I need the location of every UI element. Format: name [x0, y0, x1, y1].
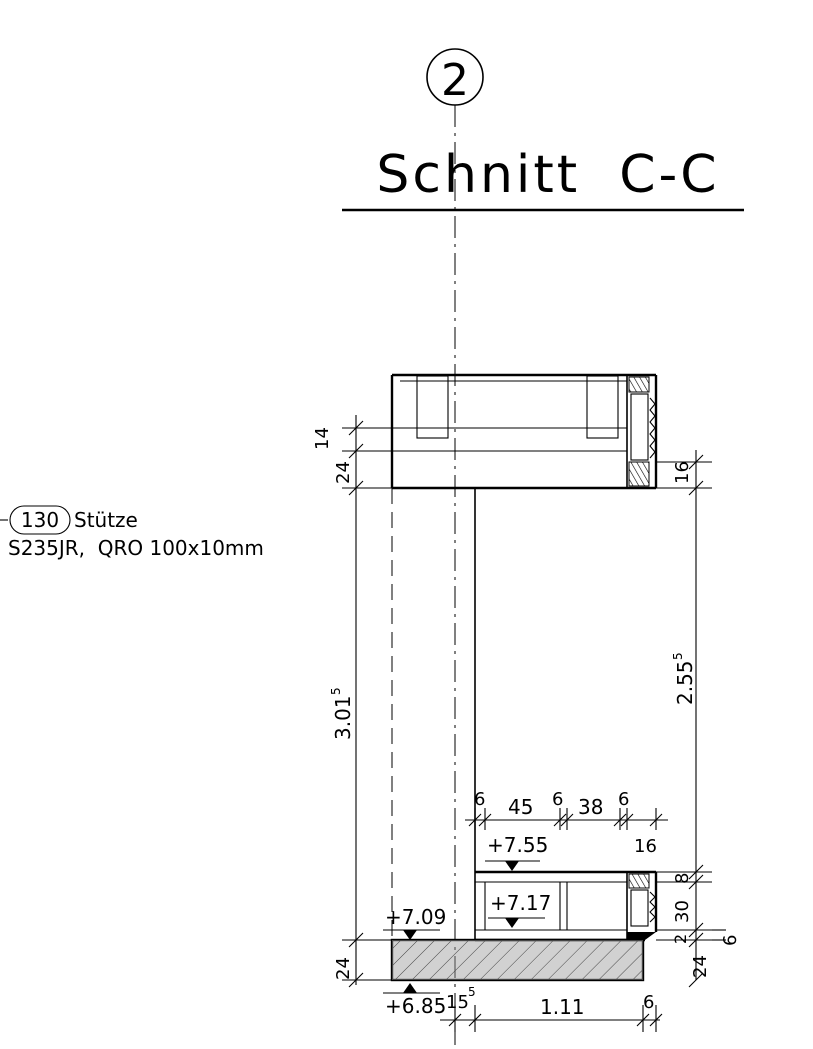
callout-badge	[9, 505, 71, 535]
dim-right-24: 24	[690, 955, 711, 978]
level-marker-755: +7.55	[485, 833, 548, 871]
dim-right-16: 16	[672, 461, 693, 484]
dim-left-24-top: 24	[333, 461, 354, 484]
dim-chain-38: 38	[578, 795, 603, 819]
dim-bottom-15-sup: 5	[468, 985, 476, 999]
axis-marker: 2	[426, 48, 484, 106]
dim-bottom-6: 6	[643, 992, 654, 1013]
upper-flight	[390, 373, 658, 490]
dim-right-2: 2	[671, 934, 690, 944]
dim-bottom-111: 1.11	[540, 995, 585, 1019]
dim-right-8: 8	[672, 873, 693, 884]
callout-label: Stütze	[74, 508, 138, 532]
level-marker-709: +7.09	[383, 905, 446, 940]
dim-bottom-15: 15	[446, 992, 469, 1013]
dim-left-301: 3.01	[331, 695, 355, 740]
level-755: +7.55	[487, 833, 548, 857]
dim-left-301-sup: 5	[329, 687, 343, 695]
floor-slab	[390, 938, 645, 982]
dim-chain-6b: 6	[552, 789, 563, 810]
section-title: Schnitt C-C	[376, 145, 719, 205]
callout-material: S235JR, QRO 100x10mm	[8, 536, 264, 560]
level-marker-685: +6.85	[383, 983, 446, 1018]
column-callout: 130 Stütze S235JR, QRO 100x10mm	[0, 505, 264, 560]
left-dimension-chain: 14 24 3.01 5 24	[312, 415, 392, 988]
dim-chain-16: 16	[634, 836, 657, 857]
dim-right-30: 30	[672, 900, 693, 923]
dim-right-255-sup: 5	[671, 652, 685, 660]
dim-chain-45: 45	[508, 795, 533, 819]
level-marker-717: +7.17	[488, 891, 551, 928]
right-dimension-chain: 16 2.55 5 8 30 2 24 6	[656, 450, 741, 988]
horizontal-dimension-chain: 6 45 6 38 6 16	[465, 789, 668, 857]
dim-chain-6a: 6	[474, 789, 485, 810]
dim-right-255: 2.55	[673, 660, 697, 705]
level-685: +6.85	[385, 994, 446, 1018]
dim-left-14: 14	[312, 427, 333, 450]
dim-left-24-bottom: 24	[333, 957, 354, 980]
bottom-dimension-chain: 15 5 1.11 6	[440, 985, 663, 1032]
dim-chain-6c: 6	[618, 789, 629, 810]
axis-number: 2	[441, 55, 469, 106]
callout-number: 130	[21, 508, 59, 532]
dim-right-6: 6	[720, 935, 741, 946]
level-717: +7.17	[490, 891, 551, 915]
level-709: +7.09	[385, 905, 446, 929]
